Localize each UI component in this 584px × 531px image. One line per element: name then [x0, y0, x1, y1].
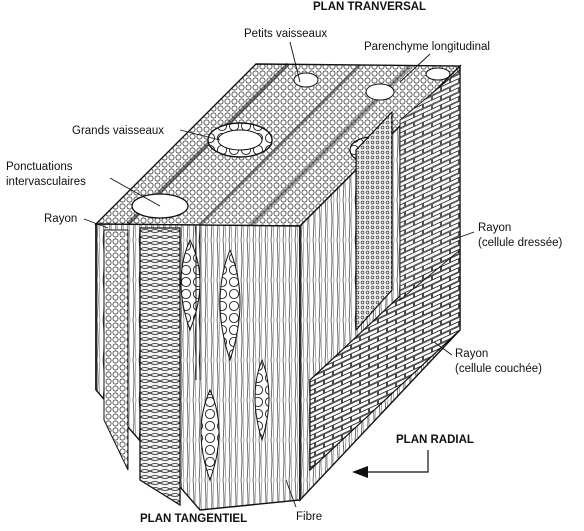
- label-grands-vaisseaux: Grands vaisseaux: [72, 124, 164, 138]
- label-ponctuations-line2: intervasculaires: [6, 175, 86, 189]
- label-parenchyme-longitudinal: Parenchyme longitudinal: [364, 40, 490, 54]
- label-rayon-dressee-line2: (cellule dressée): [478, 236, 562, 250]
- label-plan-transversal: PLAN TRANVERSAL: [313, 0, 426, 14]
- label-plan-radial: PLAN RADIAL: [396, 433, 474, 447]
- label-fibre: Fibre: [296, 510, 322, 524]
- label-ponctuations-line1: Ponctuations: [6, 160, 73, 174]
- label-rayon: Rayon: [44, 212, 77, 226]
- label-rayon-couchee-line1: Rayon: [455, 347, 488, 361]
- label-petits-vaisseaux: Petits vaisseaux: [244, 27, 327, 41]
- label-rayon-couchee-line2: (cellule couchée): [455, 362, 542, 376]
- label-plan-tangentiel: PLAN TANGENTIEL: [140, 512, 247, 526]
- label-rayon-dressee-line1: Rayon: [478, 221, 511, 235]
- radial-arrow: [352, 450, 428, 478]
